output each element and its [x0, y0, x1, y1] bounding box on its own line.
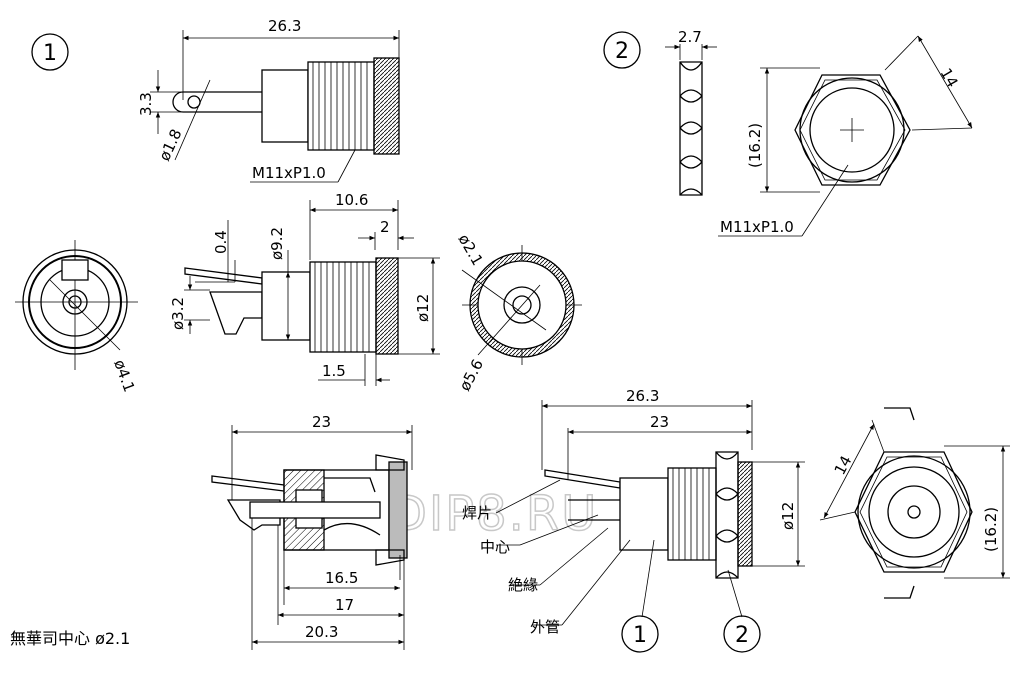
dim-offset: 1.5 — [322, 362, 346, 380]
dim-sec-17: 17 — [335, 596, 354, 614]
dim-front-hole: ø4.1 — [110, 357, 138, 394]
watermark: DIP8.RU — [390, 486, 598, 542]
top-side-view: 26.3 3.3 ø1.8 M11xP1.0 — [137, 17, 400, 183]
label-solder-tab: 焊片 — [462, 504, 492, 522]
label-outer-tube: 外管 — [530, 618, 560, 636]
dim-sec-165: 16.5 — [325, 569, 358, 587]
dim-pin-offset: 3.3 — [137, 92, 155, 116]
dim-inner-ring: ø5.6 — [456, 356, 487, 394]
nut-side-view: 2.7 — [665, 28, 717, 196]
dim-flange-dia: ø12 — [414, 294, 432, 322]
dim-thread: M11xP1.0 — [252, 164, 326, 182]
front-circle-view: ø4.1 — [15, 240, 138, 394]
dim-pin-hole: ø1.8 — [155, 126, 185, 164]
callout-2: 2 — [735, 623, 749, 648]
label-center: 中心 — [480, 538, 510, 556]
view-1-label: 1 — [31, 33, 69, 71]
dim-nut2-flat: 14 — [831, 453, 856, 478]
label-insulation: 絶緣 — [508, 576, 538, 594]
middle-side-view: 10.6 2 0.4 ø3.2 ø9.2 — [169, 191, 440, 386]
dim-asm-dia: ø12 — [779, 502, 797, 530]
dim-nut-flat: 14 — [937, 65, 962, 91]
dim-pin-dia: ø3.2 — [169, 297, 187, 330]
dim-tab-thick: 0.4 — [212, 230, 230, 254]
dim-body-dia: ø9.2 — [268, 227, 286, 260]
dim-sec-203: 20.3 — [305, 623, 338, 641]
dim-body-len: 10.6 — [335, 191, 368, 209]
note-text: 無華司中心 ø2.1 — [10, 629, 130, 648]
dim-asm-263: 26.3 — [626, 387, 659, 405]
nut-front-view: (16.2) 14 M11xP1.0 — [718, 35, 973, 237]
view-2-number: 2 — [615, 39, 629, 64]
section-view: 23 16.5 17 20.3 — [211, 413, 413, 650]
dim-flange: 2 — [380, 218, 390, 236]
view-1-number: 1 — [43, 41, 57, 66]
dim-top-length: 26.3 — [268, 17, 301, 35]
dim-nut-thickness: 2.7 — [678, 28, 702, 46]
dim-nut-thread: M11xP1.0 — [720, 218, 794, 236]
view-2-label: 2 — [603, 31, 641, 69]
callout-1: 1 — [633, 623, 647, 648]
dim-nut-corner: (16.2) — [746, 123, 764, 168]
dim-nut2-corner: (16.2) — [982, 507, 1000, 552]
rear-circle-view: ø2.1 ø5.6 — [455, 231, 582, 394]
dim-asm-23: 23 — [650, 413, 669, 431]
assembly-view: 26.3 23 ø12 焊片 中心 — [462, 387, 805, 653]
assembly-front-view: (16.2) 14 — [819, 407, 1010, 599]
dim-sec-23: 23 — [312, 413, 331, 431]
dim-center-pin: ø2.1 — [455, 231, 487, 269]
